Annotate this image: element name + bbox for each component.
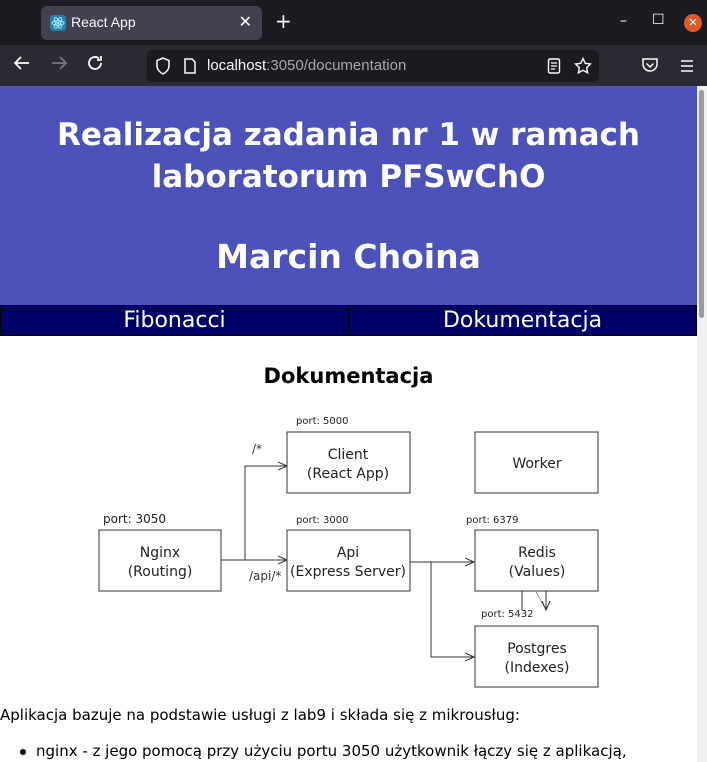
edge-label-root: /* [252, 442, 262, 456]
svg-text:(React App): (React App) [307, 466, 389, 482]
svg-text:(Indexes): (Indexes) [505, 660, 570, 676]
forward-arrow-icon[interactable] [50, 54, 68, 77]
svg-text:Client: Client [328, 447, 369, 463]
browser-nav-bar: localhost:3050/documentation [0, 45, 707, 86]
title-line-2: laboratorum PFSwChO [151, 159, 546, 195]
node-nginx: port: 3050 Nginx (Routing) [98, 512, 222, 592]
svg-text:Api: Api [337, 545, 359, 561]
node-redis: port: 6379 Redis (Values) [466, 515, 599, 592]
title-line-1: Realizacja zadania nr 1 w ramach [56, 117, 641, 153]
page-info-icon[interactable] [183, 58, 197, 78]
browser-tab[interactable]: React App ✕ [41, 6, 262, 40]
tab-close-icon[interactable]: ✕ [238, 12, 252, 31]
page-scrollbar[interactable] [697, 86, 707, 762]
page-title: Realizacja zadania nr 1 w ramach laborat… [0, 114, 697, 198]
scrollbar-thumb[interactable] [699, 90, 704, 318]
hamburger-menu-icon[interactable] [679, 58, 695, 77]
maximize-icon[interactable]: ☐ [652, 12, 665, 28]
svg-text:Nginx: Nginx [140, 545, 180, 561]
shield-icon[interactable] [155, 57, 171, 79]
node-postgres: port: 5432 Postgres (Indexes) [474, 609, 599, 688]
svg-text:port: 5000: port: 5000 [296, 416, 349, 427]
address-bar[interactable]: localhost:3050/documentation [147, 50, 599, 82]
list-item-text: nginx - z jego pomocą przy użyciu portu … [36, 742, 627, 760]
svg-text:port: 6379: port: 6379 [466, 515, 519, 526]
svg-text:(Routing): (Routing) [128, 564, 193, 580]
svg-text:port: 3000: port: 3000 [296, 515, 349, 526]
bullet-dot [20, 748, 26, 755]
bookmark-star-icon[interactable] [573, 56, 593, 79]
svg-text:port: 3050: port: 3050 [103, 512, 166, 526]
svg-text:port: 5432: port: 5432 [481, 609, 534, 620]
intro-paragraph: Aplikacja bazuje na podstawie usługi z l… [0, 706, 520, 724]
pocket-icon[interactable] [641, 57, 659, 77]
svg-text:Postgres: Postgres [507, 641, 567, 657]
architecture-diagram: /* /api/* port: 3050 Nginx (Routing) por… [98, 416, 599, 688]
menu-item-fibonacci[interactable]: Fibonacci [0, 305, 349, 336]
back-arrow-icon[interactable] [13, 54, 31, 77]
reload-icon[interactable] [86, 54, 104, 77]
svg-text:(Values): (Values) [509, 564, 566, 580]
svg-text:(Express Server): (Express Server) [290, 564, 406, 580]
node-worker: Worker [474, 431, 599, 494]
url-text: localhost:3050/documentation [207, 57, 407, 74]
window-close-icon[interactable]: ✕ [684, 14, 702, 32]
node-client: port: 5000 Client (React App) [286, 416, 411, 494]
browser-tab-bar: React App ✕ + – ☐ ✕ [0, 0, 707, 45]
edge-label-api: /api/* [249, 569, 281, 583]
react-favicon-icon [50, 15, 66, 31]
node-api: port: 3000 Api (Express Server) [286, 515, 411, 592]
svg-text:Redis: Redis [518, 545, 556, 561]
tab-title: React App [71, 14, 136, 30]
list-item: nginx - z jego pomocą przy użyciu portu … [20, 742, 627, 760]
author-name: Marcin Choina [216, 237, 481, 276]
svg-text:Worker: Worker [512, 456, 562, 472]
documentation-heading: Dokumentacja [263, 364, 434, 388]
reader-view-icon[interactable] [547, 58, 561, 78]
page-content: Realizacja zadania nr 1 w ramach laborat… [0, 86, 697, 762]
menu-item-dokumentacja[interactable]: Dokumentacja [348, 305, 697, 336]
hero-header: Realizacja zadania nr 1 w ramach laborat… [0, 86, 697, 305]
new-tab-button[interactable]: + [275, 9, 292, 33]
main-menu: Fibonacci Dokumentacja [0, 305, 697, 336]
minimize-icon[interactable]: – [620, 13, 627, 29]
